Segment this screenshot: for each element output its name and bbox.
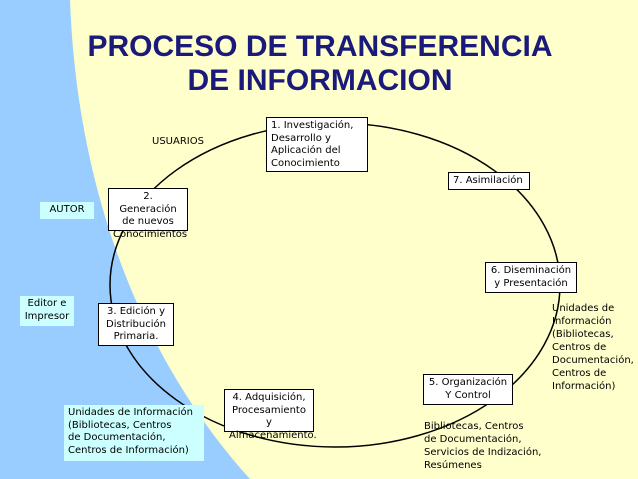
step-5-organizacion: 5. Organización Y Control <box>423 374 513 405</box>
page-title-line1: PROCESO DE TRANSFERENCIA <box>87 30 553 63</box>
step-3-edicion: 3. Edición y Distribución Primaria. <box>98 303 174 346</box>
actor-autor: AUTOR <box>40 202 94 219</box>
note-bibliotecas-servicios: Bibliotecas, Centros de Documentación, S… <box>424 421 542 471</box>
actor-usuarios: USUARIOS <box>152 136 204 147</box>
left-blue-region <box>0 0 250 479</box>
step-6-diseminacion: 6. Diseminación y Presentación <box>485 262 577 293</box>
page-title-line2: DE INFORMACION <box>187 64 453 97</box>
step-2-generacion: 2. Generación de nuevos Conocimientos <box>108 188 188 240</box>
step-7-asimilacion: 7. Asimilación <box>448 172 530 190</box>
step-1-investigacion: 1. Investigación, Desarrollo y Aplicació… <box>266 117 368 172</box>
actor-editor-impresor: Editor e Impresor <box>20 296 74 326</box>
note-unidades-informacion-right: Unidades de Información (Bibliotecas, Ce… <box>552 303 634 392</box>
step-4-adquisicion: 4. Adquisición, Procesamiento y Almacena… <box>224 389 317 441</box>
note-unidades-informacion-left: Unidades de Información (Bibliotecas, Ce… <box>64 405 204 461</box>
